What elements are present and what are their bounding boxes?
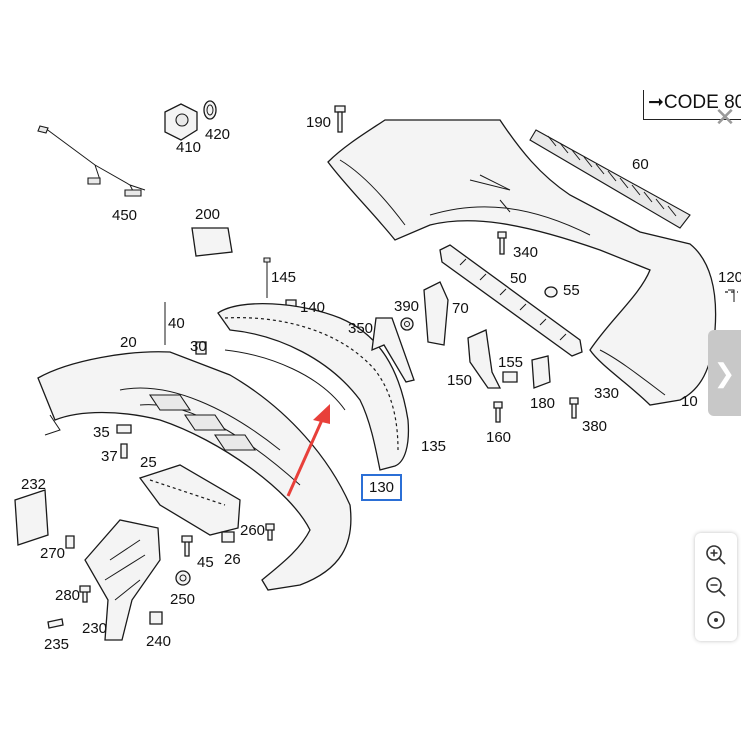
diagram-viewer: 190 410 420 450 200 145 140 40 30 20 350… xyxy=(0,90,741,650)
part-50-impact-absorber xyxy=(439,244,583,357)
code-box: ➞CODE 80 xyxy=(643,90,741,120)
reset-zoom-icon[interactable] xyxy=(704,608,728,632)
part-35-clip xyxy=(116,424,132,434)
part-60-grille-strip xyxy=(529,129,691,229)
label-45: 45 xyxy=(197,554,214,571)
part-45-bolt xyxy=(181,535,193,557)
label-232: 232 xyxy=(21,476,46,493)
part-250-nut xyxy=(175,570,191,586)
part-30-clip xyxy=(195,341,207,355)
label-37: 37 xyxy=(101,448,118,465)
zoom-out-icon[interactable] xyxy=(704,575,728,599)
part-160-bolt xyxy=(493,401,503,423)
label-260: 260 xyxy=(240,522,265,539)
label-390: 390 xyxy=(394,298,419,315)
part-150-bracket xyxy=(467,329,502,389)
part-145-rod xyxy=(263,257,271,298)
zoom-in-icon[interactable] xyxy=(704,543,728,567)
highlighted-part-label[interactable]: 130 xyxy=(361,474,402,501)
label-280: 280 xyxy=(55,587,80,604)
label-150: 150 xyxy=(447,372,472,389)
part-280-bolt xyxy=(79,585,91,603)
part-232-plate xyxy=(14,489,49,546)
label-350: 350 xyxy=(348,320,373,337)
part-190-bolt xyxy=(334,105,346,133)
label-200: 200 xyxy=(195,206,220,223)
arrow-right-icon: ➞ xyxy=(648,92,664,113)
label-230: 230 xyxy=(82,620,107,637)
part-390-nut xyxy=(400,317,414,331)
label-120: 120 xyxy=(718,269,741,286)
part-420-ring xyxy=(203,100,217,120)
label-70: 70 xyxy=(452,300,469,317)
label-60: 60 xyxy=(632,156,649,173)
part-26-clip xyxy=(221,531,235,543)
part-380-bolt xyxy=(569,397,579,419)
part-120-line xyxy=(728,289,735,302)
close-icon: ✕ xyxy=(714,102,736,132)
code-box-text: CODE 80 xyxy=(663,92,741,113)
label-410: 410 xyxy=(176,139,201,156)
chevron-right-icon: ❯ xyxy=(713,358,736,388)
part-410-sensor xyxy=(164,103,198,141)
label-270: 270 xyxy=(40,545,65,562)
label-180: 180 xyxy=(530,395,555,412)
label-450: 450 xyxy=(112,207,137,224)
label-160: 160 xyxy=(486,429,511,446)
label-25: 25 xyxy=(140,454,157,471)
part-10-bumper-cover xyxy=(327,119,717,406)
part-55-washer xyxy=(544,286,558,298)
part-200-cover xyxy=(191,227,233,257)
label-10: 10 xyxy=(681,393,698,410)
close-button[interactable]: ✕ xyxy=(712,104,738,130)
label-380: 380 xyxy=(582,418,607,435)
part-340-bolt xyxy=(497,231,507,255)
label-420: 420 xyxy=(205,126,230,143)
label-240: 240 xyxy=(146,633,171,650)
label-30: 30 xyxy=(190,338,207,355)
label-250: 250 xyxy=(170,591,195,608)
part-230-bracket xyxy=(84,519,161,641)
part-450-wiring-harness xyxy=(37,125,146,197)
part-155-clip xyxy=(502,371,518,383)
part-37-bolt xyxy=(120,443,128,459)
parts-diagram: 190 410 420 450 200 145 140 40 30 20 350… xyxy=(14,100,741,650)
part-260-bolt xyxy=(265,523,275,541)
label-40: 40 xyxy=(168,315,185,332)
label-155: 155 xyxy=(498,354,523,371)
label-145: 145 xyxy=(271,269,296,286)
label-26: 26 xyxy=(224,551,241,568)
part-25-bracket xyxy=(138,464,241,536)
annotation-arrow xyxy=(286,404,330,497)
label-235: 235 xyxy=(44,636,69,650)
part-180-bracket xyxy=(531,355,551,389)
part-235-clip xyxy=(47,618,64,629)
label-190: 190 xyxy=(306,114,331,131)
label-330: 330 xyxy=(594,385,619,402)
part-20-lower-panel xyxy=(37,351,352,591)
label-20: 20 xyxy=(120,334,137,351)
label-135: 135 xyxy=(421,438,446,455)
part-270-clip xyxy=(65,535,75,549)
zoom-controls xyxy=(695,533,737,641)
part-70-bracket xyxy=(423,281,449,346)
label-140: 140 xyxy=(300,299,325,316)
part-130-trim xyxy=(217,302,410,471)
part-350-bracket xyxy=(371,317,415,383)
label-50: 50 xyxy=(510,270,527,287)
label-55: 55 xyxy=(563,282,580,299)
part-240-nut xyxy=(149,611,163,625)
label-35: 35 xyxy=(93,424,110,441)
label-340: 340 xyxy=(513,244,538,261)
next-image-button[interactable]: ❯ xyxy=(708,330,741,416)
